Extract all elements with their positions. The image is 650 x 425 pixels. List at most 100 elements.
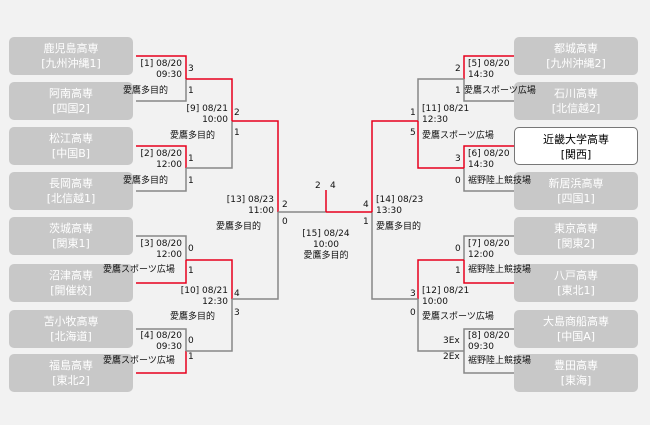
team-box[interactable]: 阿南高専[四国2] [9,82,133,120]
score: 0 [282,217,288,227]
score: 0 [455,176,461,186]
team-box[interactable]: 茨城高専[関東1] [9,217,133,255]
team-box[interactable]: 沼津高専[開催校] [9,264,133,302]
match-label[interactable]: [14] 08/23 13:30 [376,195,423,217]
line-m2-bot [136,168,187,192]
line-m3-bot [136,260,187,284]
team-name: 新居浜高専 [548,177,604,190]
score: 1 [455,266,461,276]
team-box[interactable]: 東京高専 [関東2] [514,217,638,255]
team-name: 豊田高専 [554,359,598,372]
match-time: 10:00 [313,240,339,250]
line-m1-out [186,78,233,121]
match-time: 09:30 [156,70,182,80]
line-m6-bot [463,168,514,192]
score: 2 [234,108,240,118]
match-label[interactable]: [11] 08/21 12:30 [422,104,469,126]
score: 5 [410,128,416,138]
score: 4 [363,200,369,210]
match-label[interactable]: [3] 08/20 12:00 [120,239,182,261]
line-m2-top [136,145,187,168]
team-box[interactable]: 新居浜高専[四国1] [514,172,638,210]
score: 3Ex [443,336,460,346]
team-box-winner[interactable]: 近畿大学高専[関西] [514,127,638,165]
line-m8-out [417,299,464,352]
match-venue: 愛鷹スポーツ広場 [103,356,175,366]
line-m4-out [186,299,233,352]
match-time: 12:30 [202,297,228,307]
line-m4-bot [136,351,187,374]
match-venue: 裾野陸上競技場 [468,265,532,275]
match-date: [7] 08/20 [468,239,510,249]
line-m11-out [371,120,418,212]
score: 2Ex [443,352,460,362]
match-venue: 愛鷹多目的 [376,222,422,232]
match-label[interactable]: [12] 08/21 10:00 [422,286,469,308]
team-region: [北海道] [50,330,92,343]
match-time: 09:30 [156,342,182,352]
match-time: 12:00 [468,250,494,260]
team-name: 長岡高専 [49,177,93,190]
match-venue: 愛鷹スポーツ広場 [464,86,536,96]
match-label[interactable]: [13] 08/23 11:00 [210,195,274,217]
score: 0 [410,308,416,318]
match-date: [11] 08/21 [422,104,470,114]
match-label[interactable]: [8] 08/20 09:30 [468,331,510,353]
team-box[interactable]: 苫小牧高専[北海道] [9,310,133,348]
score: 1 [410,108,416,118]
line-m3-out [186,259,233,299]
line-m1-bot [136,79,187,102]
line-m7-top [463,235,514,260]
line-m8-bot [463,351,514,374]
team-name: 都城高専 [554,42,598,55]
match-label[interactable]: [9] 08/21 10:00 [164,104,228,126]
team-name: 東京高専 [554,222,598,235]
match-venue: 愛鷹多目的 [123,176,169,186]
match-label[interactable]: [1] 08/20 09:30 [120,59,182,81]
match-venue: 裾野陸上競技場 [468,356,532,366]
match-label[interactable]: [7] 08/20 12:00 [468,239,510,261]
line-m9-out [232,120,279,212]
line-m7-bot [463,260,514,284]
team-box[interactable]: 都城高専 [九州沖縄2] [514,37,638,75]
score: 3 [410,289,416,299]
team-name: 松江高専 [49,132,93,145]
score: 4 [234,289,240,299]
line-m10-out [232,212,279,300]
match-label[interactable]: [4] 08/20 09:30 [120,331,182,353]
team-box[interactable]: 鹿児島高専[九州沖縄1] [9,37,133,75]
team-name: 大島商船高専 [543,315,609,328]
team-box[interactable]: 松江高専[中国B] [9,127,133,165]
match-label[interactable]: [10] 08/21 12:30 [164,286,228,308]
match-time: 14:30 [468,70,494,80]
match-time: 14:30 [468,160,494,170]
match-label[interactable]: [5] 08/20 14:30 [468,59,510,81]
final-label[interactable]: [15] 08/24 10:00 愛鷹多目的 [290,229,362,262]
team-box[interactable]: 八戸高専[東北1] [514,264,638,302]
team-box[interactable]: 石川高専[北信越2] [514,82,638,120]
team-name: 茨城高専 [49,222,93,235]
line-m12-out [371,212,418,300]
team-box[interactable]: 豊田高専 [東海] [514,354,638,392]
team-region: [中国A] [556,330,596,343]
team-region: [東海] [560,374,592,387]
match-time: 11:00 [248,206,274,216]
match-label[interactable]: [2] 08/20 12:00 [120,149,182,171]
match-venue: 愛鷹多目的 [303,251,349,261]
match-venue: 愛鷹多目的 [170,312,216,322]
match-date: [13] 08/23 [226,195,274,205]
team-box[interactable]: 大島商船高専 [中国A] [514,310,638,348]
match-time: 13:30 [376,206,402,216]
team-region: [関西] [560,148,592,161]
team-region: [開催校] [50,284,92,297]
match-time: 10:00 [202,115,228,125]
team-region: [関東2] [557,237,595,250]
team-region: [九州沖縄2] [546,57,606,70]
team-box[interactable]: 長岡高専[北信越1] [9,172,133,210]
match-date: [4] 08/20 [140,331,182,341]
match-date: [10] 08/21 [180,286,228,296]
team-box[interactable]: 福島高専[東北2] [9,354,133,392]
match-label[interactable]: [6] 08/20 14:30 [468,149,510,171]
line-m8-top [463,328,514,351]
match-venue: 愛鷹スポーツ広場 [103,265,175,275]
